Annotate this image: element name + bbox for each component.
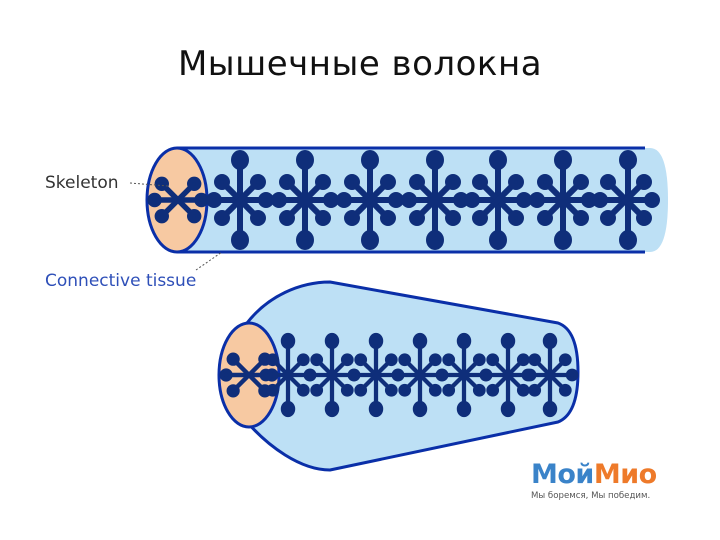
slide-title: Мышечные волокна — [177, 44, 543, 84]
logo-part-1: Мой — [531, 459, 594, 490]
moymio-logo: МойМио Мы боремся, Мы победим. — [531, 460, 693, 504]
connective-leader-line — [195, 251, 223, 271]
logo-slogan: Мы боремся, Мы победим. — [531, 491, 651, 501]
upper-muscle-fiber — [145, 146, 668, 254]
logo-wordmark: МойМио — [531, 460, 693, 490]
lower-muscle-fiber — [217, 280, 580, 472]
connective-tissue-label: Connective tissue — [45, 271, 197, 291]
logo-part-2: Мио — [593, 459, 657, 490]
skeleton-label: Skeleton — [45, 173, 119, 193]
